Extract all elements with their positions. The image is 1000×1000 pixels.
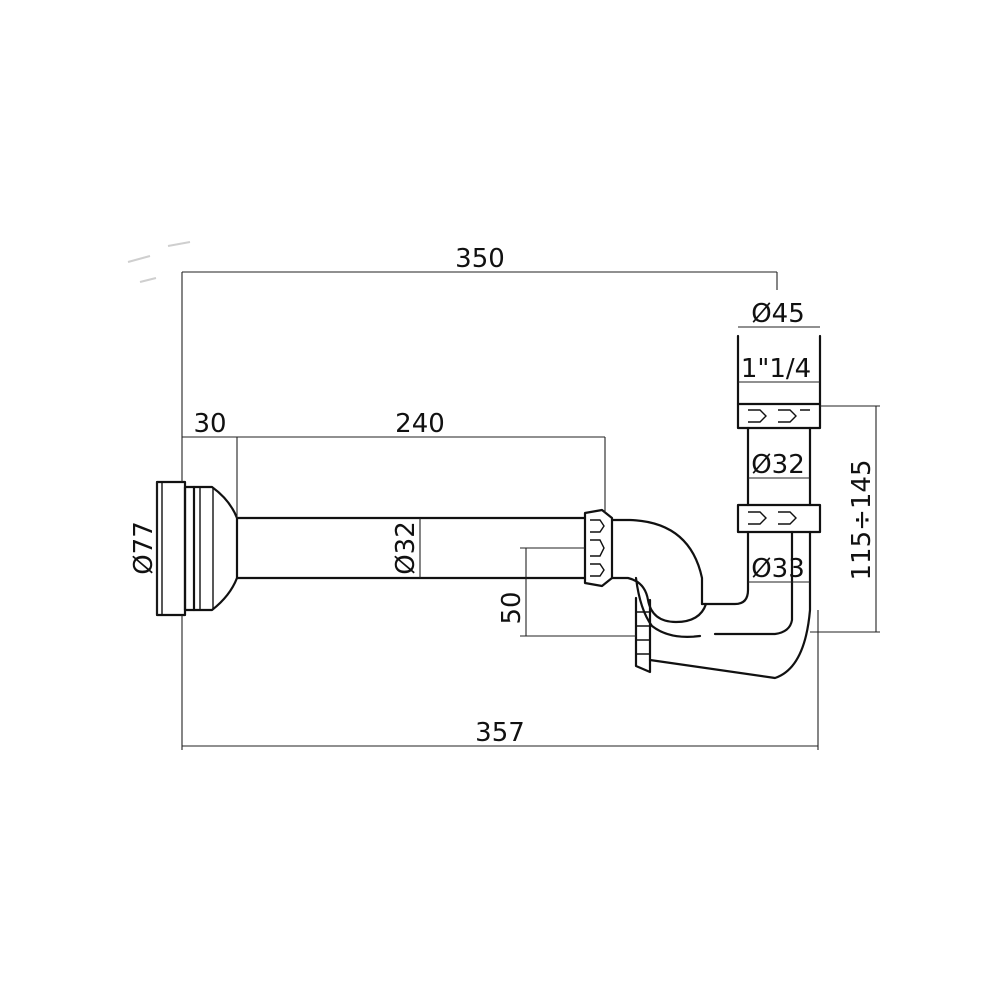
dimension-lines xyxy=(156,271,880,750)
horizontal-union-nut xyxy=(583,508,614,588)
dim-diameter-45-label: Ø45 xyxy=(751,299,805,329)
drain-stub xyxy=(634,596,652,674)
middle-union-nut xyxy=(736,503,822,534)
dim-diameter-33-label: Ø33 xyxy=(751,554,805,584)
lower-bend-inner xyxy=(713,530,794,636)
upper-union-nut xyxy=(736,402,822,430)
dim-thread-label: 1"1/4 xyxy=(741,354,811,384)
dim-50-label: 50 xyxy=(497,591,527,624)
elbow-outer xyxy=(610,518,704,606)
dim-height-range-label: 115÷145 xyxy=(847,459,877,580)
wall-rosette xyxy=(192,485,239,612)
elbow-inner xyxy=(610,576,708,624)
dim-357-label: 357 xyxy=(475,718,525,748)
faint-mark xyxy=(127,241,191,283)
lower-bend-outer xyxy=(648,530,812,680)
wall-flange-ring xyxy=(183,485,196,612)
trap-body xyxy=(155,334,822,680)
dim-flange-diameter-label: Ø77 xyxy=(129,521,159,575)
dim-240-label: 240 xyxy=(395,409,445,439)
dim-350-label: 350 xyxy=(455,244,505,274)
dimension-labels: 350 30 240 Ø45 1"1/4 Ø32 Ø33 115÷145 Ø32… xyxy=(129,244,877,748)
wall-flange-plate xyxy=(155,480,187,617)
elbow-to-riser xyxy=(700,530,750,606)
dim-30-label: 30 xyxy=(193,409,226,439)
dim-pipe-diameter-32-label: Ø32 xyxy=(391,521,421,575)
dim-upper-diameter-32-label: Ø32 xyxy=(751,450,805,480)
